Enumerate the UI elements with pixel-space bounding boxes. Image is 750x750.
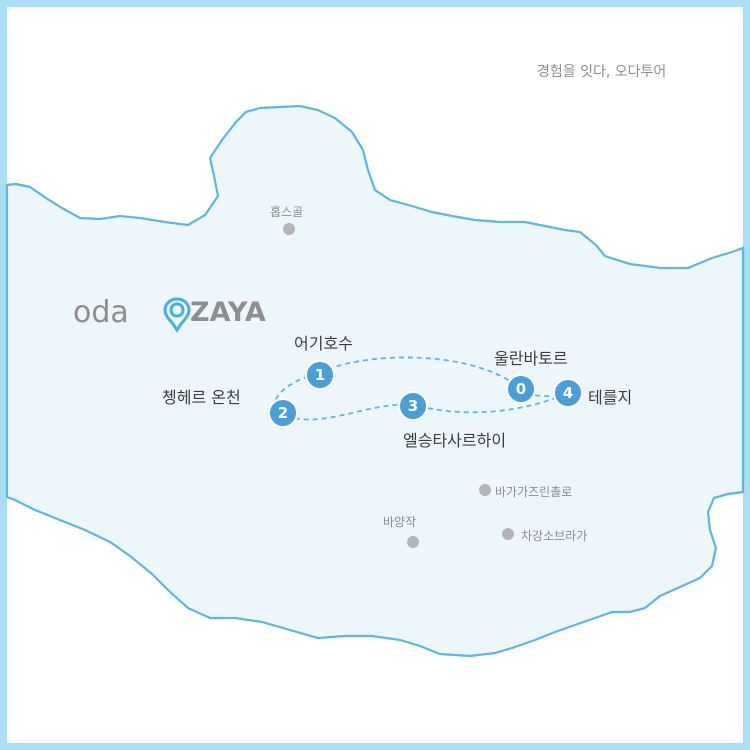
minor-label-bayanzag: 바양작 <box>383 515 417 529</box>
border-east <box>713 490 744 500</box>
stop-number: 0 <box>516 380 526 398</box>
stop-label-4: 테를지 <box>588 388 633 407</box>
mongolia-territory <box>5 104 745 658</box>
stop-marker-2: 2 <box>268 398 298 428</box>
stop-number: 4 <box>563 384 573 402</box>
tagline: 경험을 잇다, 오다투어 <box>537 64 667 80</box>
tsagaan-suvarga-dot <box>502 528 514 540</box>
stop-marker-1: 1 <box>305 360 335 390</box>
stop-label-3: 엘승타사르하이 <box>403 431 507 450</box>
stop-label-1: 어기호수 <box>294 334 353 353</box>
minor-label-hovsgol: 홉스골 <box>270 205 304 219</box>
stop-label-0: 울란바토르 <box>494 349 568 368</box>
stop-label-2: 쳉헤르 온천 <box>162 388 241 407</box>
stop-marker-0: 0 <box>506 374 536 404</box>
stop-marker-4: 4 <box>553 378 583 408</box>
bagagazriin-chuluu-dot <box>479 484 491 496</box>
stop-number: 3 <box>408 397 418 415</box>
stop-marker-3: 3 <box>398 391 428 421</box>
border-west <box>6 182 31 189</box>
logo-product: ZAYA <box>190 297 266 328</box>
logo-brand: oda <box>73 295 129 330</box>
bayanzag-dot <box>407 536 419 548</box>
location-pin-icon <box>163 297 191 333</box>
hovsgol-dot <box>283 223 295 235</box>
minor-label-tsagaan-suvarga: 차강소브라가 <box>521 529 588 543</box>
minor-label-bagagazriin-chuluu: 바가가즈린촐로 <box>495 485 573 499</box>
stop-number: 1 <box>315 366 325 384</box>
stop-number: 2 <box>278 404 288 422</box>
